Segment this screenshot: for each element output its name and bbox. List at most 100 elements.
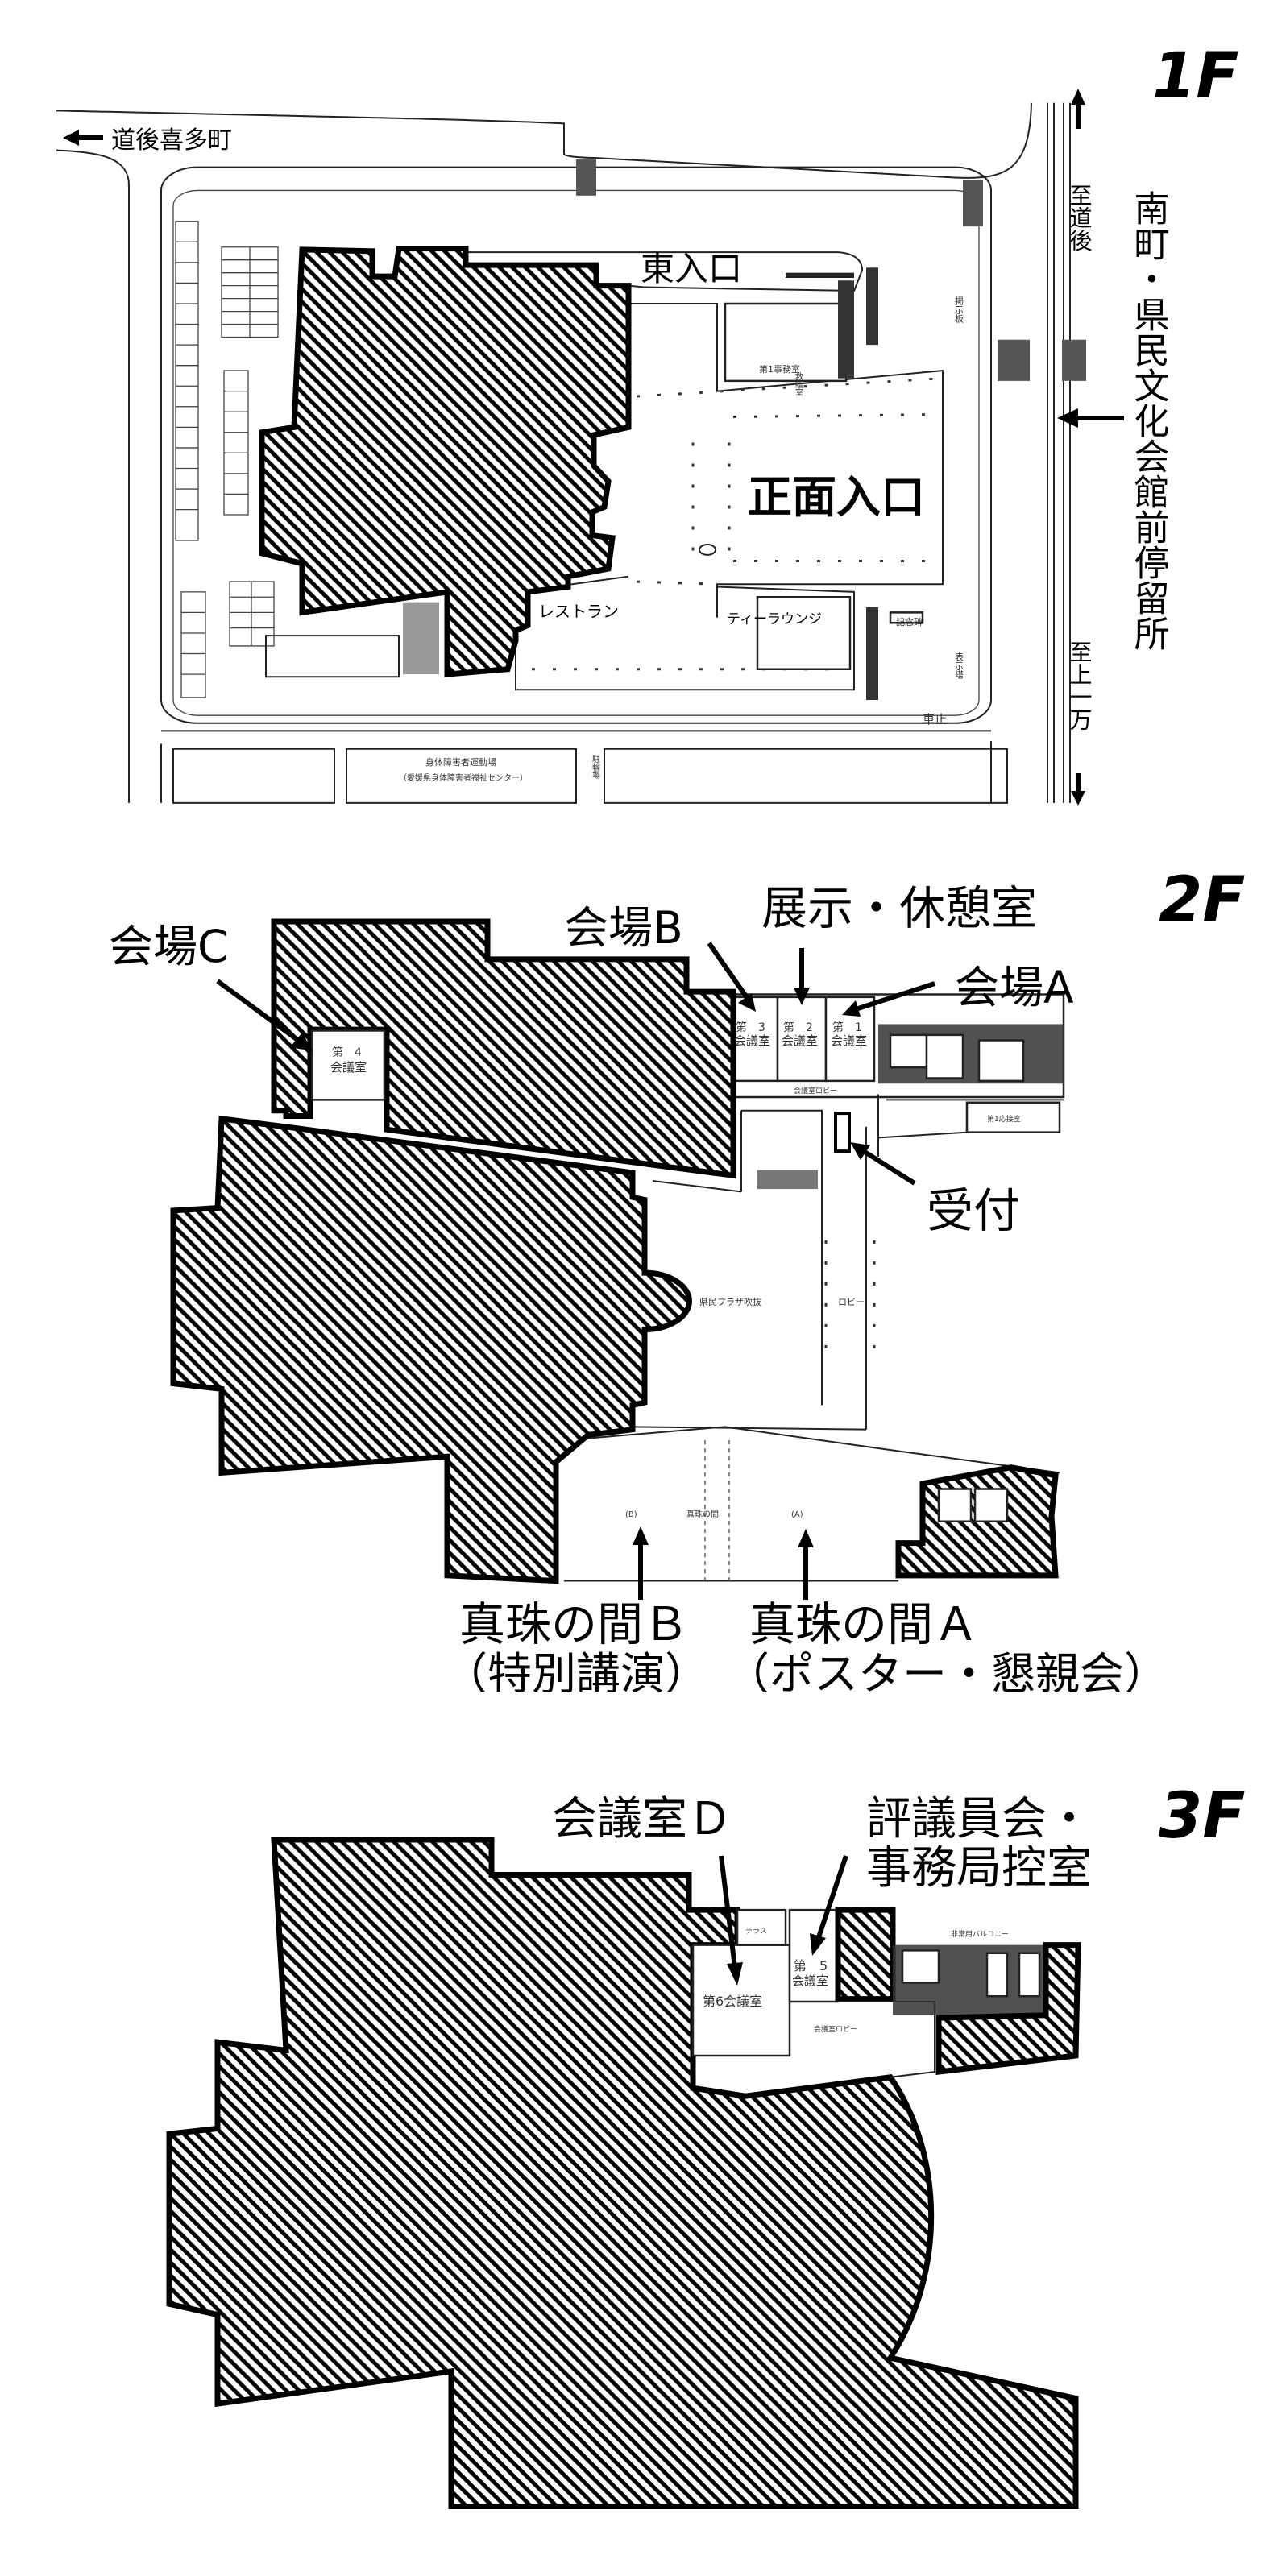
to-dogo-label: 至道後 bbox=[1067, 184, 1093, 251]
road-edge bbox=[56, 103, 1031, 178]
council-label-line2: 事務局控室 bbox=[866, 1842, 1092, 1895]
monument-label: 記念碑 bbox=[896, 616, 923, 627]
to-kamiichiman-label: 至上一万 bbox=[1067, 640, 1093, 731]
arrow-room-d-icon bbox=[719, 1855, 743, 1986]
plaza-atrium-label: 県民プラザ吹抜 bbox=[699, 1296, 761, 1307]
main-entrance-label: 正面入口 bbox=[748, 471, 925, 523]
room-5-label: 会議室 bbox=[792, 1973, 828, 1988]
hall-building-hatched bbox=[262, 249, 628, 674]
reception-label: 受付 bbox=[927, 1183, 1020, 1238]
tram-platform bbox=[998, 339, 1030, 381]
stair bbox=[890, 1035, 927, 1067]
pool bbox=[266, 636, 399, 677]
venue-b-label: 会場B bbox=[564, 902, 683, 954]
east-entrance-label: 東入口 bbox=[641, 249, 742, 288]
arrow-exhibit-icon bbox=[794, 948, 810, 1005]
meeting-room-4-label: 第 4 bbox=[332, 1046, 362, 1059]
sign-post bbox=[866, 267, 878, 346]
hatched-area-lower bbox=[173, 1119, 689, 1581]
meeting-room-3-label: 第 3 bbox=[736, 1021, 765, 1034]
parking-stalls bbox=[176, 222, 278, 698]
meeting-room-2-label: 第 2 bbox=[783, 1021, 813, 1034]
welfare-center-label: （愛媛県身体障害者福祉センター） bbox=[399, 772, 528, 783]
colonnade-dots bbox=[532, 379, 943, 669]
monument-mark bbox=[890, 612, 923, 623]
arrow-venue-b-icon bbox=[707, 942, 756, 1012]
arrow-pearl-a-icon bbox=[798, 1529, 814, 1600]
floor-label-1f: 1F bbox=[1152, 40, 1239, 113]
arrow-tram-stop-icon bbox=[1057, 408, 1124, 428]
block bbox=[173, 749, 334, 803]
lobby-outline bbox=[693, 2002, 935, 2077]
meeting-room-3-label: 会議室 bbox=[734, 1033, 770, 1048]
pearl-a-label: 真珠の間Ａ bbox=[749, 1598, 979, 1651]
first-aid-label: 救護室 bbox=[794, 371, 803, 396]
arrow-venue-c-icon bbox=[216, 979, 313, 1051]
block bbox=[346, 749, 576, 803]
floor-label-3f: 3F bbox=[1159, 1780, 1246, 1853]
stair bbox=[902, 1950, 939, 1982]
notice-board-label: 掲示板 bbox=[954, 296, 964, 324]
hatched-area-main bbox=[169, 1840, 1076, 2506]
room-6-label: 第6会議室 bbox=[703, 1994, 762, 2009]
arrow-reception-icon bbox=[850, 1142, 916, 1186]
lobby-label: ロビー bbox=[838, 1297, 865, 1307]
stair bbox=[927, 1035, 963, 1079]
wc bbox=[979, 1041, 1023, 1081]
terrace-label: テラス bbox=[745, 1927, 767, 1936]
hatched-area-east bbox=[939, 1945, 1078, 2072]
arrow-pearl-b-icon bbox=[633, 1526, 649, 1600]
room-5-label: 第 5 bbox=[794, 1958, 828, 1973]
south-core bbox=[757, 597, 850, 669]
floor-label-2f: 2F bbox=[1159, 864, 1246, 937]
fountain bbox=[699, 545, 716, 555]
meeting-lobby-label: 会議室ロビー bbox=[794, 1086, 837, 1095]
core-block bbox=[838, 280, 854, 379]
pearl-hall-label: 真珠の間 bbox=[686, 1509, 719, 1519]
pearl-a-use-label: （ポスター・懇親会） bbox=[725, 1648, 1168, 1692]
bicycle-parking-label: 駐輪場 bbox=[591, 754, 600, 780]
crosswalk bbox=[576, 159, 596, 196]
reception-desk bbox=[836, 1113, 849, 1151]
balcony-label: 非常用バルコニー bbox=[951, 1929, 1009, 1939]
sports-ground-label: 身体障害者運動場 bbox=[425, 756, 496, 768]
exhibit-rest-label: 展示・休憩室 bbox=[761, 882, 1037, 935]
venue-a-label: 会場A bbox=[955, 962, 1074, 1013]
pearl-hall-outline bbox=[564, 1427, 1060, 1580]
council-label-line1: 評議員会・ bbox=[866, 1793, 1092, 1845]
pearl-a-mark: (A) bbox=[791, 1510, 803, 1519]
stairs bbox=[757, 1170, 818, 1190]
venue-c-label: 会場C bbox=[109, 921, 228, 972]
reception-room-1 bbox=[967, 1103, 1060, 1133]
office-1-label: 第1事務室 bbox=[759, 363, 800, 375]
stairs bbox=[403, 602, 439, 675]
floor-2-map: 2F 会場C 会場B 展示・休憩室 会場A 受付 第 3 会議室 第 2 会議室… bbox=[109, 864, 1246, 1692]
atrium-outline bbox=[633, 1111, 866, 1430]
pearl-b-label: 真珠の間Ｂ bbox=[459, 1598, 689, 1651]
floor-3-map: 3F 会議室Ｄ 評議員会・ 事務局控室 第6会議室 第 5 会議室 テラス 会議… bbox=[0, 1780, 1246, 2576]
tea-lounge-label: ティーラウンジ bbox=[727, 611, 822, 627]
wc-block bbox=[939, 1489, 971, 1521]
crosswalk bbox=[963, 180, 983, 227]
sign-tower-label: 表示塔 bbox=[954, 652, 964, 680]
block bbox=[604, 749, 1007, 803]
wc bbox=[987, 1953, 1007, 1997]
pearl-b-use-label: （特別講演） bbox=[443, 1648, 709, 1692]
meeting-room-4 bbox=[312, 1030, 384, 1100]
arrow-council-icon bbox=[810, 1855, 848, 1956]
wc-block bbox=[975, 1489, 1007, 1521]
meeting-room-2-label: 会議室 bbox=[782, 1033, 818, 1048]
east-entrance-door bbox=[786, 272, 854, 279]
arrow-west-icon bbox=[63, 130, 103, 146]
road-edge bbox=[56, 151, 129, 803]
sign-post bbox=[866, 607, 878, 701]
arrow-north-icon bbox=[1071, 89, 1085, 129]
terrace bbox=[737, 1910, 786, 1945]
wc bbox=[1019, 1953, 1039, 1997]
east-canopy bbox=[467, 252, 862, 291]
reception-room-1-label: 第1応接室 bbox=[987, 1114, 1021, 1124]
direction-west-label: 道後喜多町 bbox=[111, 126, 232, 155]
road-edge bbox=[161, 731, 991, 802]
floor-1-map: 1F 道後喜多町 東入口 正面入口 レストラン ティーラウンジ 南町・県民文化会… bbox=[0, 40, 1239, 806]
arrow-south-icon bbox=[1071, 773, 1085, 806]
